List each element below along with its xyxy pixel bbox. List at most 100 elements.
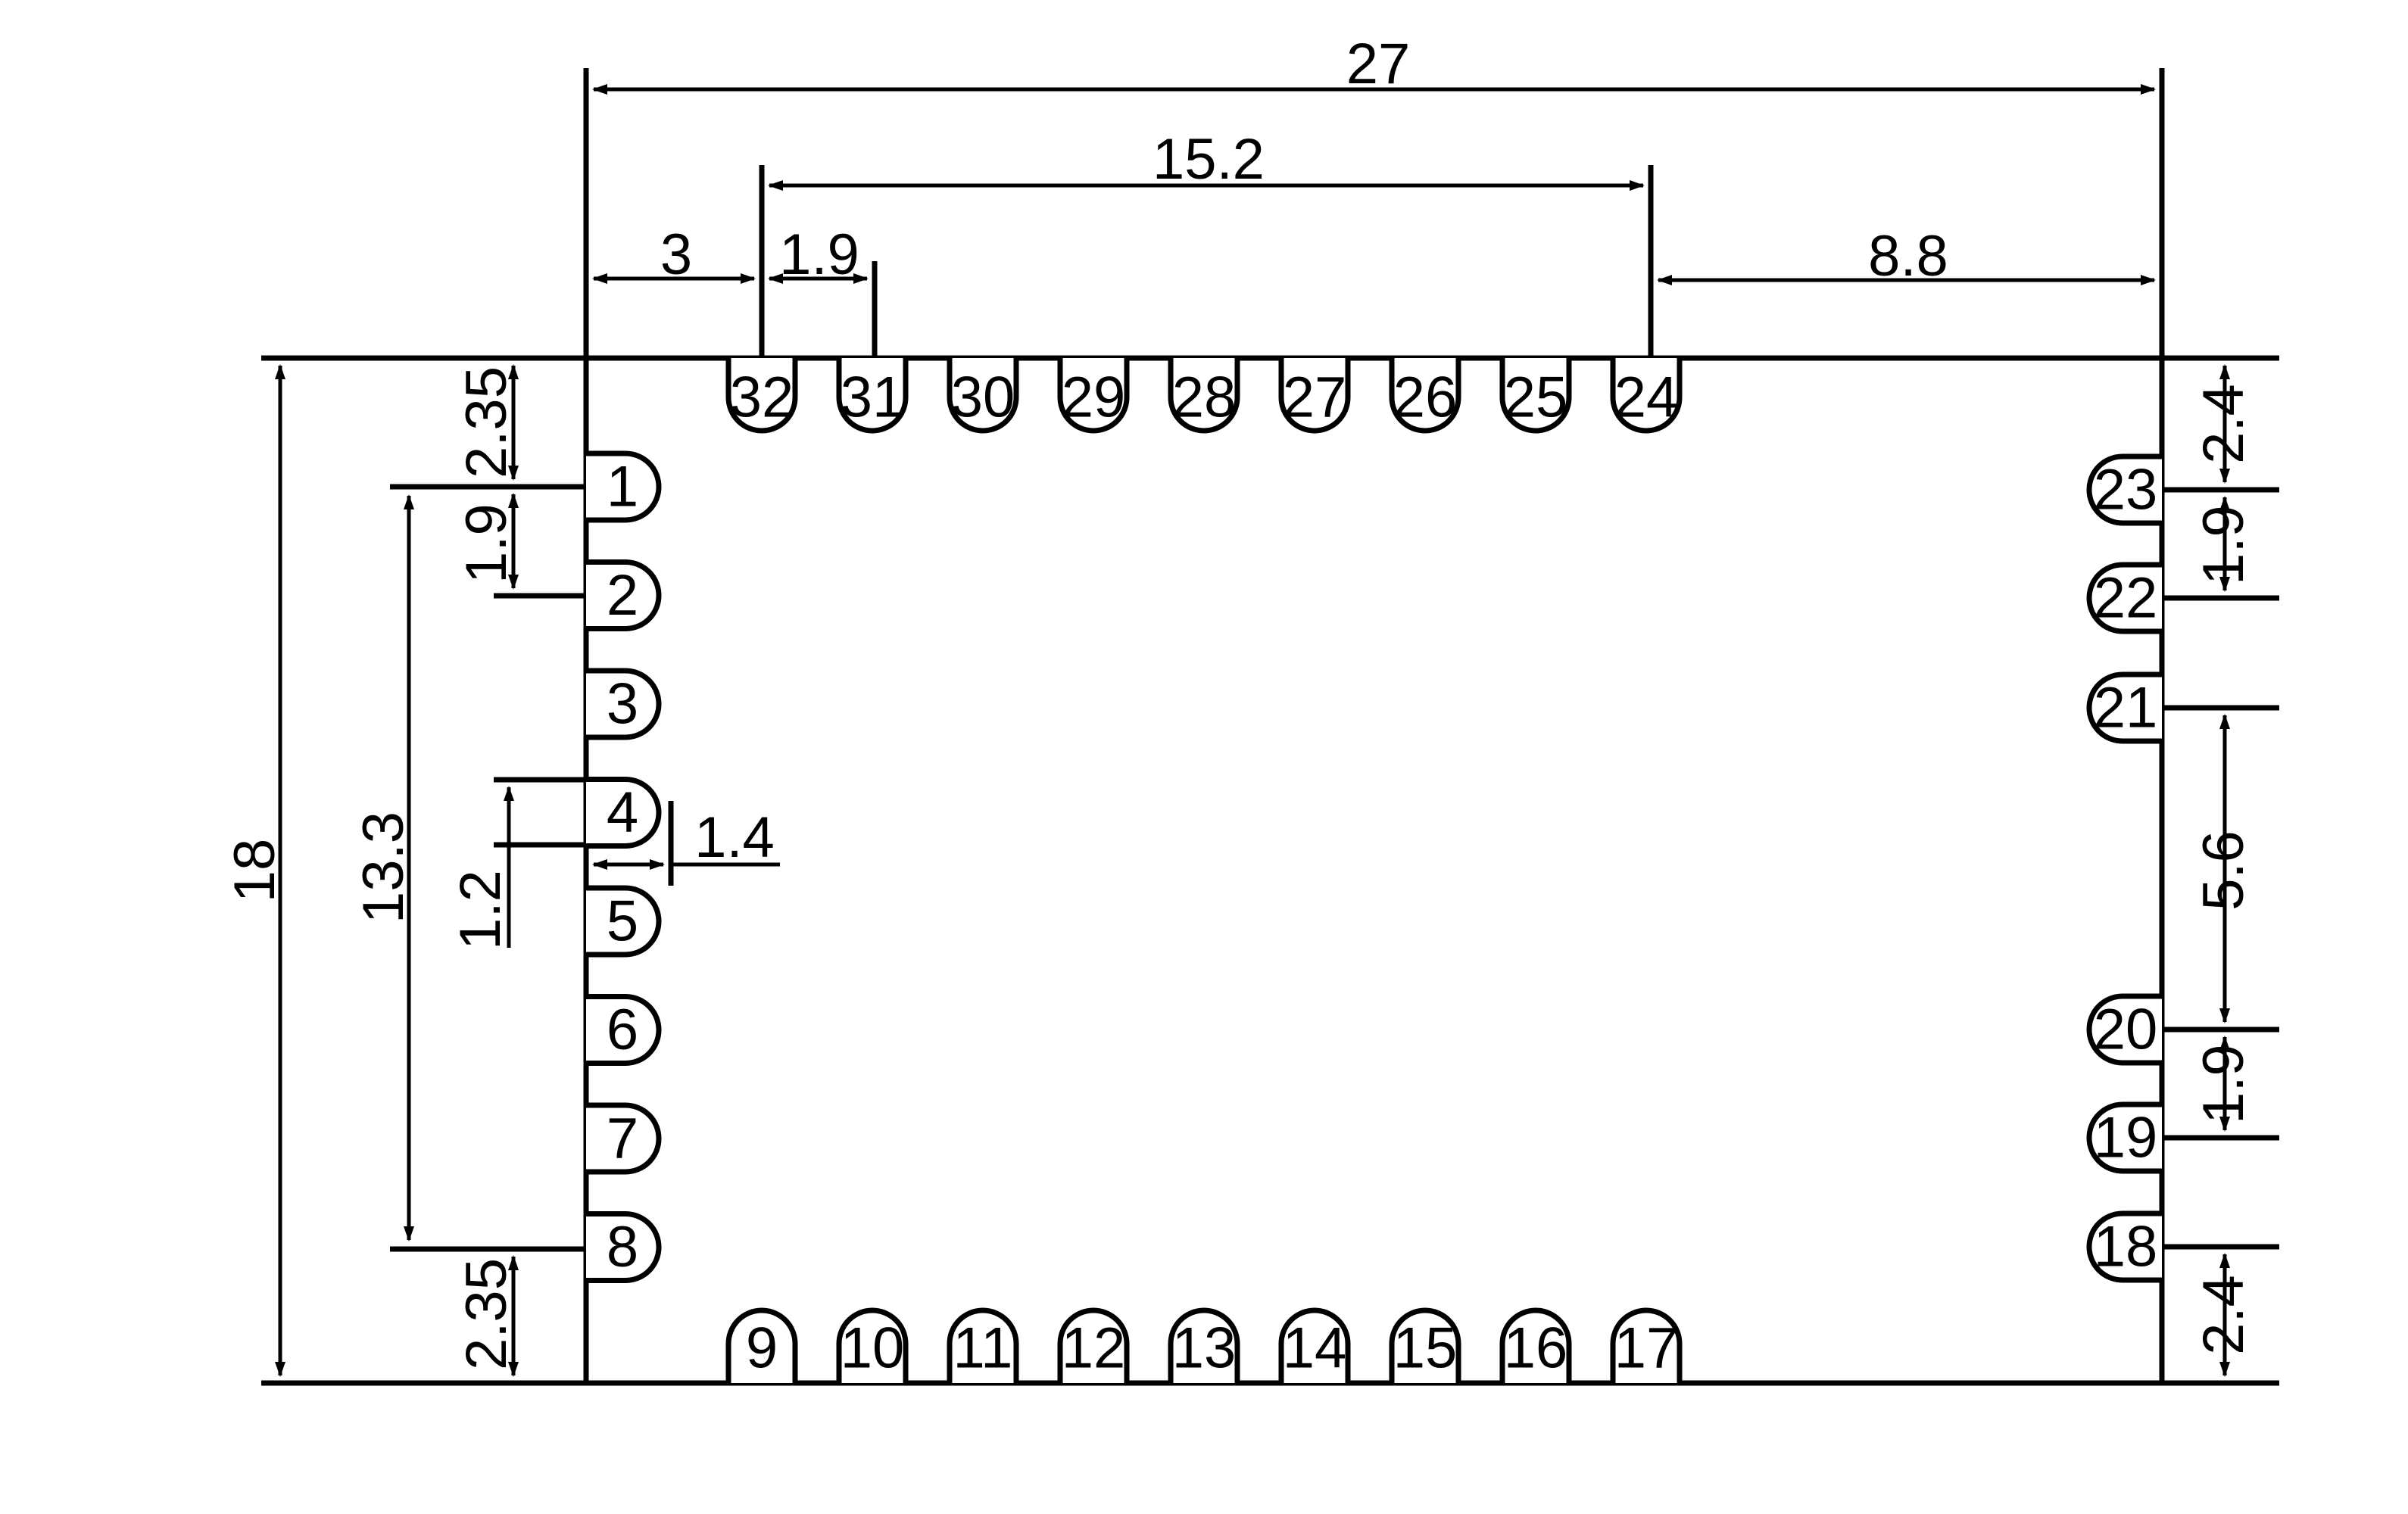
dimension-total-width: 27: [592, 32, 2156, 96]
pin-14-label: 14: [1283, 1316, 1347, 1381]
pin-29-label: 29: [1062, 366, 1126, 430]
pin-4: 4: [586, 777, 662, 849]
pin-7: 7: [586, 1102, 662, 1175]
pin-9-label: 9: [746, 1316, 778, 1381]
dimension-label-left-offset: 3: [660, 223, 692, 287]
dimension-label-total-width: 27: [1346, 32, 1411, 96]
pin-4-label: 4: [607, 780, 638, 845]
pin-15: 15: [1389, 1307, 1461, 1383]
pin-15-shape: [1389, 1307, 1461, 1383]
module-outline: [261, 68, 2279, 1386]
pin-4-shape: [586, 777, 662, 849]
pin-13-label: 13: [1172, 1316, 1237, 1381]
pin-28-shape: [1168, 358, 1240, 434]
pin-17: 17: [1610, 1307, 1683, 1383]
pin-11-shape: [947, 1307, 1019, 1383]
pin-23-label: 23: [2094, 458, 2158, 522]
pin-13: 13: [1168, 1307, 1240, 1383]
pin-11: 11: [947, 1307, 1019, 1383]
pin-26: 26: [1389, 358, 1461, 434]
pin-24-shape: [1610, 358, 1683, 434]
dimension-pad-width: 1.4: [592, 801, 780, 886]
dimension-label-top-pitch: 1.9: [779, 223, 859, 287]
dimension-left-top-margin: 2.35: [454, 364, 519, 481]
dimension-label-pin-span: 15.2: [1153, 127, 1265, 192]
pin-30-label: 30: [951, 366, 1015, 430]
pin-26-shape: [1389, 358, 1461, 434]
dimension-right-pitch-top: 1.9: [2191, 496, 2256, 592]
pin-21-shape: [2086, 671, 2162, 744]
dimension-label-pad-width: 1.4: [694, 805, 775, 870]
dimension-label-pad-height: 1.2: [448, 870, 513, 950]
dimension-label-right-bottom-margin: 2.4: [2191, 1275, 2256, 1355]
pin-6-label: 6: [607, 998, 638, 1062]
right-extension-lines: [2162, 487, 2279, 1250]
pin-22-label: 22: [2094, 566, 2158, 631]
dimension-pin-span: 15.2: [759, 127, 1654, 358]
pin-31-shape: [836, 358, 909, 434]
pin-3-shape: [586, 668, 662, 740]
pin-18-label: 18: [2094, 1215, 2158, 1279]
pin-25-shape: [1499, 358, 1572, 434]
pin-28: 28: [1168, 358, 1240, 434]
pin-23-shape: [2086, 453, 2162, 526]
dimension-label-right-gap: 5.6: [2191, 830, 2256, 911]
dimension-left-span: 13.3: [351, 484, 586, 1252]
pin-27: 27: [1278, 358, 1351, 434]
dimension-right-top-margin: 2.4: [2191, 364, 2256, 484]
pin-8: 8: [586, 1211, 662, 1283]
pin-24-label: 24: [1614, 366, 1679, 430]
pin-10-shape: [836, 1307, 909, 1383]
dimension-total-height: 18: [223, 364, 287, 1377]
dimension-top-pitch: 1.9: [768, 223, 878, 358]
pin-16: 16: [1499, 1307, 1572, 1383]
pin-9: 9: [725, 1307, 798, 1383]
pin-21-label: 21: [2094, 676, 2158, 740]
pin-8-shape: [586, 1211, 662, 1283]
pin-1-label: 1: [607, 455, 638, 519]
pin-17-shape: [1610, 1307, 1683, 1383]
pin-11-label: 11: [953, 1316, 1013, 1381]
pin-22: 22: [2086, 562, 2162, 634]
pin-2-shape: [586, 559, 662, 631]
dimension-label-left-pitch: 1.9: [454, 503, 519, 584]
pin-26-label: 26: [1393, 366, 1458, 430]
pin-20-label: 20: [2094, 998, 2158, 1062]
pin-3-label: 3: [607, 672, 638, 737]
pin-25-label: 25: [1504, 366, 1568, 430]
pin-28-label: 28: [1172, 366, 1237, 430]
pin-19: 19: [2086, 1101, 2162, 1174]
pin-19-label: 19: [2094, 1106, 2158, 1170]
pin-32-label: 32: [730, 366, 794, 430]
dimension-left-offset: 3: [592, 223, 756, 287]
dimension-label-left-top-margin: 2.35: [454, 366, 519, 478]
pin-10-label: 10: [841, 1316, 905, 1381]
pin-27-label: 27: [1283, 366, 1347, 430]
pin-16-label: 16: [1504, 1316, 1568, 1381]
pin-2: 2: [586, 559, 662, 631]
pin-20: 20: [2086, 993, 2162, 1066]
pin-29-shape: [1057, 358, 1130, 434]
dimension-label-left-bottom-margin: 2.35: [454, 1258, 519, 1370]
pin-1-shape: [586, 450, 662, 523]
dimension-label-right-top-margin: 2.4: [2191, 384, 2256, 464]
pin-32: 32: [725, 358, 798, 434]
dimension-right-offset: 8.8: [1657, 224, 2156, 288]
pin-30-shape: [947, 358, 1019, 434]
dimension-right-gap: 5.6: [2191, 714, 2256, 1023]
pin-6: 6: [586, 994, 662, 1066]
dimension-label-total-height: 18: [223, 839, 287, 903]
pin-12: 12: [1057, 1307, 1130, 1383]
pin-14-shape: [1278, 1307, 1351, 1383]
pin-31-label: 31: [841, 366, 905, 430]
pin-21: 21: [2086, 671, 2162, 744]
pin-29: 29: [1057, 358, 1130, 434]
pin-20-shape: [2086, 993, 2162, 1066]
pin-13-shape: [1168, 1307, 1240, 1383]
pin-5-shape: [586, 885, 662, 958]
dimension-label-left-span: 13.3: [351, 812, 416, 924]
dimension-label-right-offset: 8.8: [1868, 224, 1948, 288]
pin-24: 24: [1610, 358, 1683, 434]
dimension-left-bottom-margin: 2.35: [454, 1255, 519, 1377]
